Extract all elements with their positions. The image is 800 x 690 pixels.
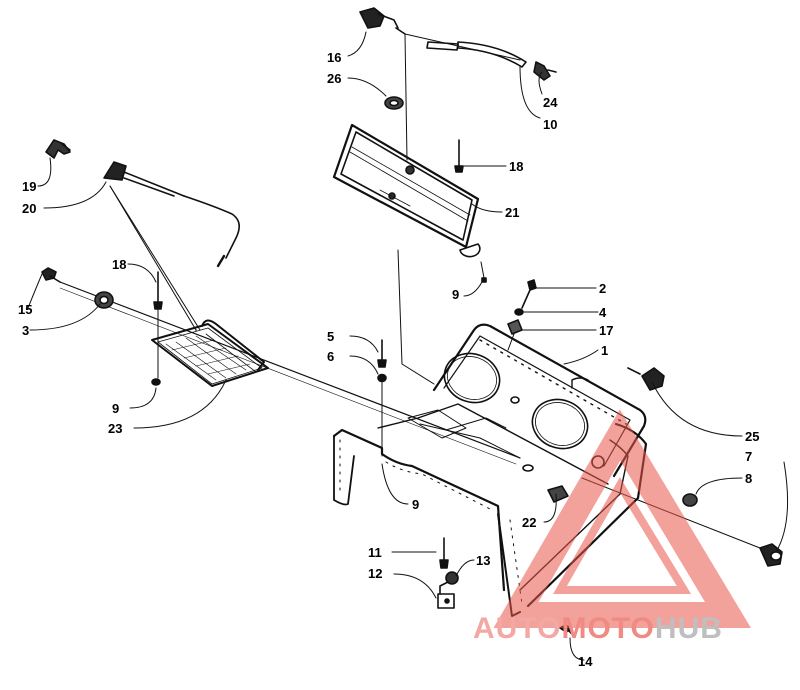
switch-16 <box>359 7 406 35</box>
light-7 <box>759 543 783 567</box>
label-1: 1 <box>601 343 609 358</box>
label-9-console: 9 <box>412 497 420 512</box>
label-10: 10 <box>543 117 558 132</box>
grommet-17 <box>507 319 523 335</box>
label-19: 19 <box>22 179 37 194</box>
label-23: 23 <box>108 421 123 436</box>
label-4: 4 <box>599 305 607 320</box>
label-11: 11 <box>368 545 382 560</box>
washer-9-left <box>151 378 161 386</box>
label-16: 16 <box>327 50 342 65</box>
screw-2 <box>521 279 537 309</box>
bushing-22 <box>547 485 569 503</box>
label-20: 20 <box>22 201 37 216</box>
tube-10 <box>426 41 557 81</box>
watermark-logo <box>493 409 751 628</box>
footrest-23 <box>151 319 269 387</box>
label-5: 5 <box>327 329 335 344</box>
nut-3 <box>94 291 114 309</box>
label-21: 21 <box>505 205 520 220</box>
grommet-8 <box>682 493 698 507</box>
nut-13 <box>445 571 459 585</box>
label-22: 22 <box>522 515 537 530</box>
label-2: 2 <box>599 281 607 296</box>
label-25: 25 <box>745 429 760 444</box>
label-9-top: 9 <box>452 287 460 302</box>
spacer-26 <box>384 96 404 110</box>
label-24: 24 <box>543 95 558 110</box>
label-6: 6 <box>327 349 335 364</box>
label-14: 14 <box>578 654 593 669</box>
screw-5 <box>377 339 387 368</box>
grommet-9-top <box>459 243 481 258</box>
latch-19 <box>45 139 71 159</box>
label-18-lower: 18 <box>112 257 127 272</box>
watermark-auto: AUTO <box>473 612 562 645</box>
label-7: 7 <box>745 449 753 464</box>
trim-panel-21 <box>332 123 480 249</box>
watermark-text: AUTOMOTOHUB <box>473 612 793 652</box>
watermark-moto: MOTO <box>561 612 655 645</box>
label-9-left: 9 <box>112 401 120 416</box>
label-26: 26 <box>327 71 342 86</box>
label-15: 15 <box>18 302 33 317</box>
label-17: 17 <box>599 323 614 338</box>
switch-20 <box>103 161 240 268</box>
clip-12 <box>437 581 455 609</box>
screw-18-upper <box>454 139 464 173</box>
label-3: 3 <box>22 323 30 338</box>
screw-11 <box>439 537 449 569</box>
label-13: 13 <box>476 553 491 568</box>
bolt-15 <box>41 267 61 283</box>
label-12: 12 <box>368 566 383 581</box>
label-8: 8 <box>745 471 753 486</box>
washer-6 <box>377 373 387 383</box>
label-18-upper: 18 <box>509 159 524 174</box>
washer-4 <box>514 308 524 316</box>
watermark-hub: HUB <box>654 612 723 645</box>
switch-25 <box>627 367 665 391</box>
